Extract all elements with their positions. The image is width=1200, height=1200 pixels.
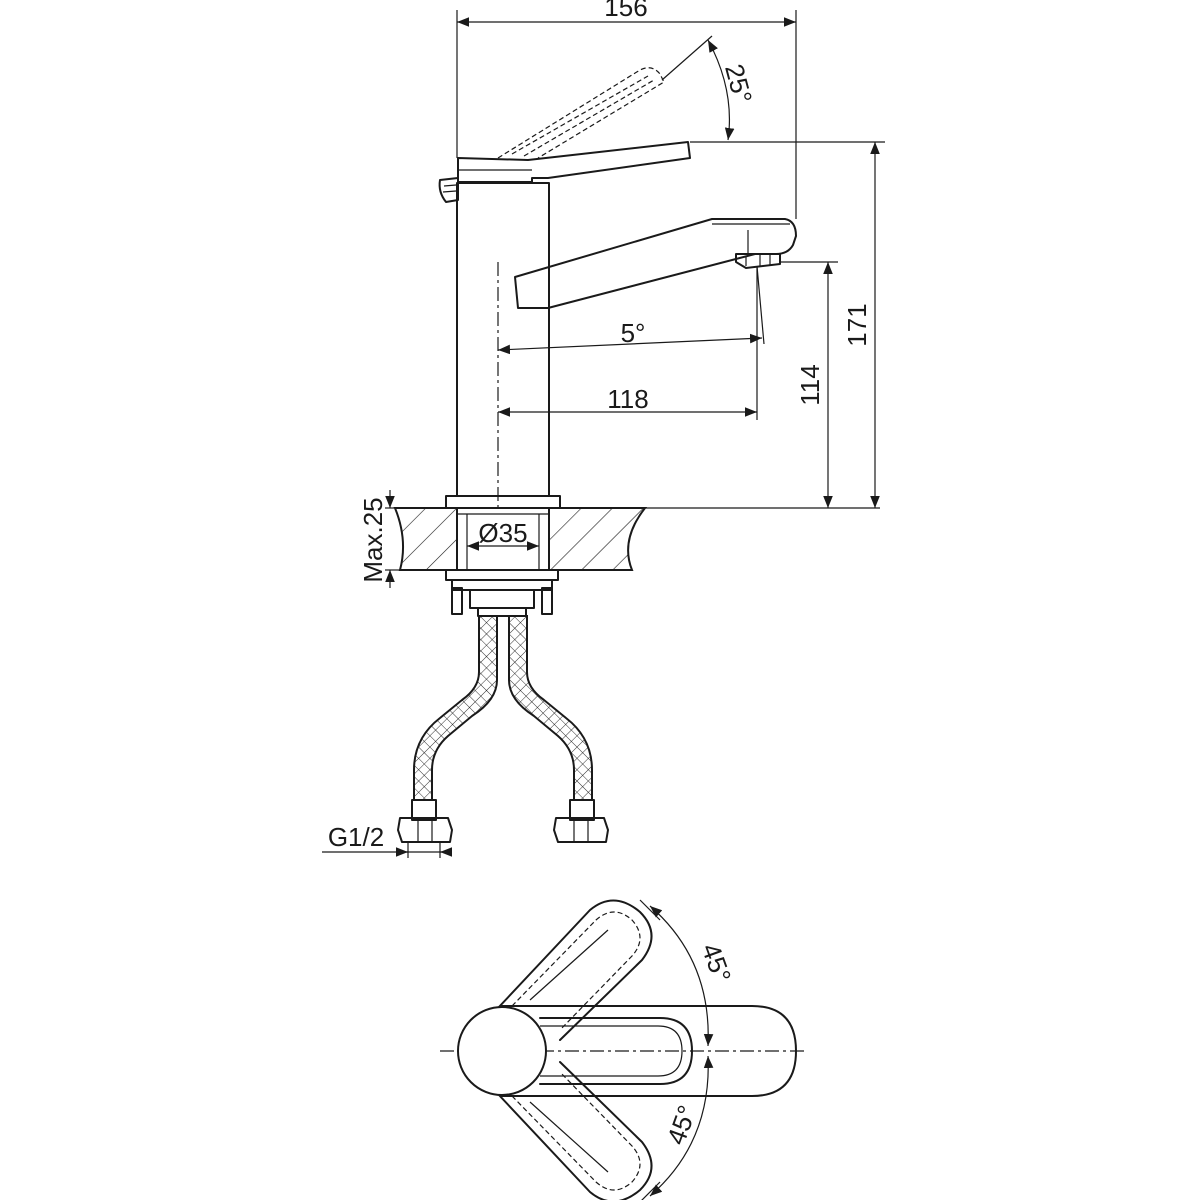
flexible-hoses [397,615,609,843]
dim-spout-reach: 118 [607,384,648,414]
faucet-body [445,182,561,509]
dim-spout-angle: 5° [621,318,646,348]
dim-connection-thread: G1/2 [328,822,384,852]
dim-spout-height: 114 [795,364,825,405]
side-view: 156 171 114 118 5° 25° Max.25 Ø35 G1/2 [322,0,885,858]
lever-rotated-right [497,1061,653,1200]
rotation-dimensions [639,899,714,1200]
lever-raised-position [497,67,665,159]
dim-overall-width: 156 [604,0,647,22]
dim-max-deck-thickness: Max.25 [358,497,388,582]
fixing-assembly [445,569,559,617]
countertop-section [393,507,880,571]
dim-lever-rotation-left: 45° [696,939,738,986]
body-circle [457,1006,547,1096]
lever-handle [438,141,691,203]
dimension-labels: 156 171 114 118 5° 25° Max.25 Ø35 G1/2 [328,0,872,852]
dim-lever-tilt: 25° [719,61,758,107]
dim-total-height: 171 [842,303,872,346]
top-view: 45° 45° [440,899,808,1200]
dim-mounting-hole: Ø35 [478,518,527,548]
spout [514,218,797,309]
dimension-lines [322,10,885,858]
dim-lever-rotation-right: 45° [661,1101,703,1148]
lever-rotated-left [497,899,653,1041]
